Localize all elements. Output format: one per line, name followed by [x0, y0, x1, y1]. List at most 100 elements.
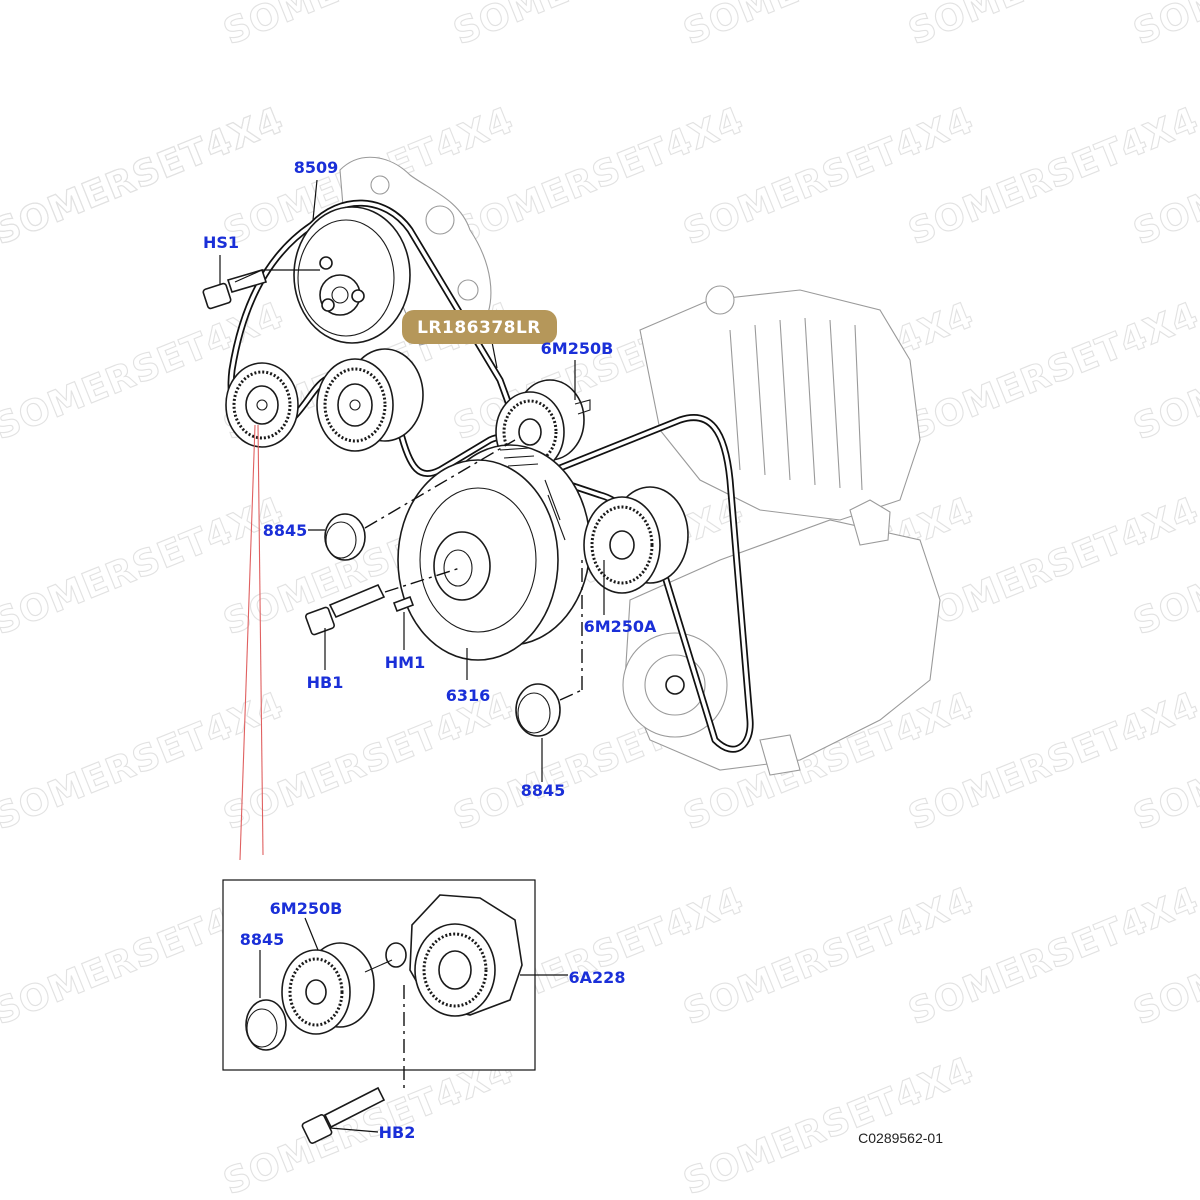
tensioner-pulley-spokes — [422, 932, 488, 1008]
leader-8509 — [312, 179, 318, 221]
dust-cap-bottom-face — [517, 692, 551, 734]
damper-bore — [443, 549, 473, 587]
dash-cap-bottom — [559, 689, 583, 701]
hb2-head — [301, 1114, 333, 1144]
fastener-hb2 — [301, 1086, 386, 1144]
dust-cap-8845-bottom — [515, 683, 561, 737]
label-hs1[interactable]: HS1 — [203, 233, 239, 252]
idler-b-hub — [518, 418, 542, 446]
housing-boss-2 — [457, 279, 479, 301]
engine-block-background — [339, 156, 941, 776]
crankshaft-damper-6316 — [397, 444, 591, 661]
label-6316[interactable]: 6316 — [446, 686, 491, 705]
label-hm1[interactable]: HM1 — [385, 653, 425, 672]
label-8509[interactable]: 8509 — [294, 158, 339, 177]
inset-tensioner-detail — [222, 879, 568, 1090]
hm1-dowel — [392, 595, 415, 613]
inset-tensioner-assembly-6a228 — [385, 894, 523, 1017]
badge-part-number: LR186378LR — [417, 318, 541, 338]
pulley-8509-bolt-1 — [319, 256, 333, 270]
label-6m250b-top[interactable]: 6M250B — [541, 339, 614, 358]
ac-clutch-hub — [665, 675, 685, 695]
dash-cap-left — [364, 439, 516, 529]
detail-link-line-1 — [239, 424, 256, 861]
inset-idler-shaft — [364, 959, 393, 973]
dust-cap-left-face — [325, 521, 357, 559]
leader-lines — [219, 179, 605, 782]
label-8845-left[interactable]: 8845 — [263, 521, 308, 540]
tensioner-spacer — [385, 942, 407, 968]
leader-hb2 — [329, 1127, 379, 1133]
idler-b-shaft — [574, 399, 591, 415]
damper-ring — [419, 487, 537, 633]
label-hb2[interactable]: HB2 — [379, 1123, 416, 1142]
hs1-head — [202, 282, 232, 310]
damper-grooves — [499, 447, 566, 541]
fastener-hm1 — [392, 595, 415, 613]
detail-link-line-2 — [257, 424, 264, 856]
idler-pulley-6m250a — [583, 486, 689, 594]
label-6a228[interactable]: 6A228 — [569, 968, 626, 987]
damper-hub — [433, 531, 491, 601]
label-hb1[interactable]: HB1 — [307, 673, 344, 692]
part-number-badge: LR186378LR — [402, 310, 557, 344]
inset-cap-body — [245, 999, 287, 1051]
assembly-lines — [364, 439, 583, 701]
idler-pulley-6m250b — [495, 379, 591, 473]
inset-dust-cap-8845 — [245, 999, 287, 1051]
water-pump-pulley — [293, 206, 411, 344]
hb1-shank — [328, 583, 386, 619]
watermark-6: SOMERSET4X4 — [1128, 0, 1200, 53]
pulley-8509-bolt-2 — [351, 289, 365, 303]
idler-pulley-middle — [316, 348, 424, 452]
inset-idler-6m250b — [281, 942, 393, 1035]
alternator-fins — [729, 317, 863, 491]
idler-a-hub — [609, 530, 635, 560]
badge-background — [402, 310, 557, 344]
label-8845-bottom[interactable]: 8845 — [521, 781, 566, 800]
housing-boss-3 — [370, 175, 390, 195]
idler-hub — [337, 383, 373, 427]
dust-cap-left-body — [324, 513, 366, 561]
dust-cap-8845-left — [324, 513, 366, 561]
leader-badge — [491, 341, 498, 369]
idler-a-spokes — [590, 505, 654, 585]
dust-cap-bottom-body — [515, 683, 561, 737]
pulley-8509-groove — [297, 219, 395, 337]
hs1-bolt — [226, 269, 268, 293]
alternator-mount — [705, 285, 735, 315]
callout-labels: 8509 HS1 6M250B 8845 HB1 HM1 6316 6M250A… — [203, 158, 657, 1142]
hb2-shank — [323, 1086, 386, 1129]
ac-fittings — [759, 499, 891, 776]
fastener-hb1 — [305, 583, 386, 636]
inset-cap-face — [246, 1008, 278, 1048]
housing-boss-1 — [425, 205, 455, 235]
tensioner-pulley-left — [225, 362, 299, 448]
idler-center — [349, 399, 361, 411]
idler-spokes — [323, 367, 387, 443]
tensioner-spokes — [232, 370, 292, 440]
illustration-reference-code: C0289562-01 — [858, 1130, 943, 1146]
label-inset-8845[interactable]: 8845 — [240, 930, 285, 949]
inset-idler-hub — [305, 979, 327, 1005]
watermark-37: SOMERSET4X4 — [218, 1050, 519, 1200]
inset-idler-spokes — [288, 957, 344, 1027]
pulley-8509-center — [331, 286, 349, 304]
label-inset-6m250b[interactable]: 6M250B — [270, 899, 343, 918]
watermark-38: SOMERSET4X4 — [678, 1050, 979, 1200]
tensioner-center — [256, 399, 268, 411]
tensioner-hub — [245, 385, 279, 425]
alternator-body — [639, 289, 921, 521]
detail-link — [239, 424, 264, 861]
pulley-8509-rim — [293, 206, 411, 344]
inset-leader-6m250b — [304, 917, 319, 951]
pulley-8509-bolt-3 — [321, 298, 335, 312]
label-6m250a[interactable]: 6M250A — [584, 617, 657, 636]
dash-hb1 — [384, 567, 461, 593]
hb1-head — [305, 606, 335, 636]
leader-hs1 — [219, 255, 320, 285]
fastener-hs1 — [202, 269, 268, 310]
tensioner-pulley-hub — [438, 950, 472, 990]
